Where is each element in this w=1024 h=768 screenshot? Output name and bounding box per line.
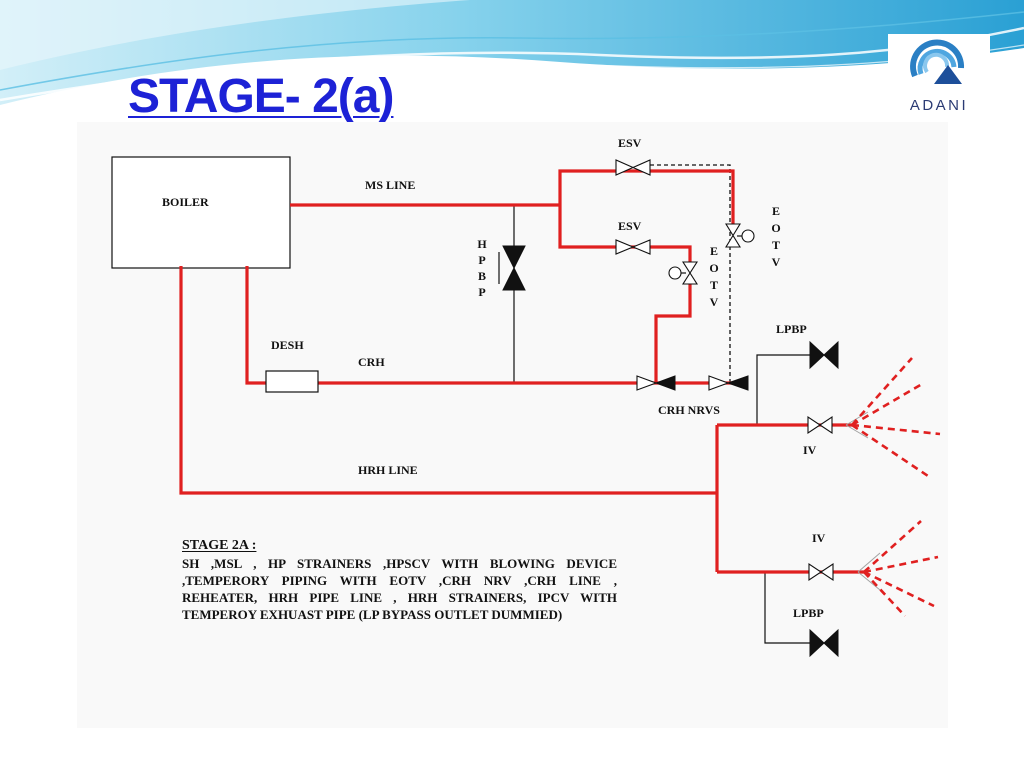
slide-title: STAGE- 2(a): [128, 70, 394, 123]
crh-nrv-1-icon: [636, 375, 676, 391]
notes-line: ,TEMPERORY PIPING WITH EOTV ,CRH NRV ,CR…: [182, 573, 617, 588]
iv-top-valve-icon: [807, 415, 833, 435]
esv-top-label: ESV: [618, 136, 642, 150]
lpbp-top-valve-icon: [809, 340, 839, 370]
esv-top-valve-icon: [615, 159, 651, 176]
eotv-right-label: EOTV: [771, 204, 781, 269]
ms-line-label: MS LINE: [365, 178, 416, 192]
esv-middle-valve-icon: [615, 239, 651, 255]
eotv-middle-label: EOTV: [709, 244, 719, 309]
crh-nrv-2-icon: [708, 375, 749, 391]
crh-nrvs-label: CRH NRVS: [658, 403, 720, 417]
esv-middle-branch-pipe: [558, 205, 692, 262]
lpbp-bottom-label: LPBP: [793, 606, 824, 620]
crh-line-pipe: [245, 266, 745, 385]
boiler-label: BOILER: [162, 195, 209, 209]
adani-logo-text: ADANI: [909, 97, 969, 114]
iv-top-exhaust-fan: [845, 357, 941, 480]
hpbp-label: HPBP: [477, 237, 487, 299]
desh-box: [265, 370, 319, 393]
desh-label: DESH: [271, 338, 304, 352]
notes-heading: STAGE 2A :: [182, 538, 257, 553]
lpbp-bottom-valve-icon: [809, 628, 839, 658]
esv-top-branch-pipe: [558, 169, 735, 224]
notes-line: REHEATER, HRH PIPE LINE , HRH STRAINERS,…: [182, 590, 617, 605]
iv-bottom-exhaust-fan: [857, 520, 939, 617]
eotv-right-valve-icon: [725, 223, 755, 248]
notes-line: TEMPEROY EXHUAST PIPE (LP BYPASS OUTLET …: [182, 607, 563, 622]
boiler-box: [111, 156, 291, 269]
lpbp-bottom-line: [764, 572, 812, 644]
hrh-line-pipe: [179, 266, 717, 495]
crh-label: CRH: [358, 355, 385, 369]
notes-line: SH ,MSL , HP STRAINERS ,HPSCV WITH BLOWI…: [182, 556, 617, 571]
adani-logo: ADANI: [888, 34, 990, 118]
iv-bottom-valve-icon: [808, 562, 834, 582]
esv-middle-label: ESV: [618, 219, 642, 233]
eotv-dashed-line: [650, 164, 731, 383]
adani-swirl-icon: [910, 39, 965, 84]
iv-top-label: IV: [803, 443, 817, 457]
lpbp-top-line: [756, 354, 812, 425]
hpbp-valve-icon: [498, 245, 526, 291]
eotv-middle-outlet-pipe: [654, 284, 692, 383]
iv-bottom-label: IV: [812, 531, 826, 545]
eotv-middle-valve-icon: [668, 261, 699, 285]
hrh-line-label: HRH LINE: [358, 463, 418, 477]
lpbp-top-label: LPBP: [776, 322, 807, 336]
